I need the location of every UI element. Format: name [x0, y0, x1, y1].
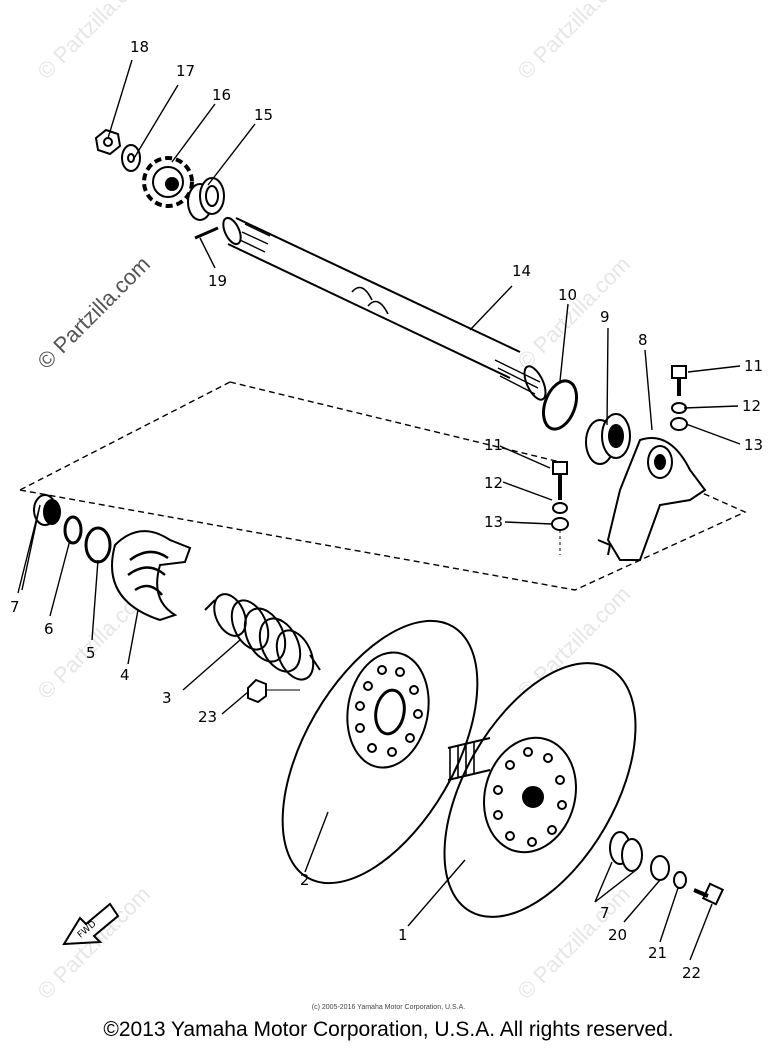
part-label: 19	[208, 272, 227, 290]
part-label: 16	[212, 86, 231, 104]
bolt	[693, 882, 725, 906]
part-label: 3	[162, 689, 172, 707]
part-label: 13	[744, 436, 763, 454]
washer	[650, 855, 670, 881]
part-label: 14	[512, 262, 531, 280]
part-label: 11	[744, 357, 763, 375]
part-label: 1	[398, 926, 408, 944]
small-copyright: (c) 2005-2016 Yamaha Motor Corporation, …	[311, 1004, 466, 1011]
part-label: 8	[638, 331, 648, 349]
part-label: 5	[86, 644, 96, 662]
part-label: 22	[682, 964, 701, 982]
bearing	[33, 494, 61, 526]
part-label: 15	[254, 106, 273, 124]
part-label: 23	[198, 708, 217, 726]
copyright-notice: ©2013 Yamaha Motor Corporation, U.S.A. A…	[103, 1018, 674, 1041]
bracket	[597, 437, 707, 561]
part-label: 4	[120, 666, 130, 684]
lock-washer	[671, 402, 687, 414]
bolt	[671, 365, 687, 396]
bearing	[609, 831, 643, 872]
circlip	[63, 515, 83, 545]
bolt	[552, 461, 568, 500]
spring	[204, 593, 321, 681]
fixed-sheave	[443, 662, 637, 918]
sprocket	[142, 156, 194, 208]
lock-washer	[552, 502, 568, 514]
part-label: 21	[648, 944, 667, 962]
part-label: 7	[10, 598, 20, 616]
part-label: 12	[484, 474, 503, 492]
pin	[194, 226, 219, 240]
sliding-sheave	[281, 619, 479, 885]
part-label: 9	[600, 308, 610, 326]
bearing	[187, 177, 225, 221]
part-label: 6	[44, 620, 54, 638]
part-label: 10	[558, 286, 577, 304]
part-label: 18	[130, 38, 149, 56]
part-label: 17	[176, 62, 195, 80]
part-label: 12	[742, 397, 761, 415]
washer	[551, 517, 569, 531]
part-label: 7	[600, 904, 610, 922]
circlip	[542, 379, 578, 431]
lock-washer	[673, 871, 687, 889]
shim	[84, 526, 112, 564]
part-label: 13	[484, 513, 503, 531]
washer	[121, 144, 141, 172]
part-label: 20	[608, 926, 627, 944]
part-label: 2	[300, 871, 310, 889]
bearing	[585, 413, 631, 465]
part-label: 11	[484, 436, 503, 454]
fwd-arrow-icon	[62, 902, 120, 946]
nut	[247, 678, 267, 704]
nut	[94, 128, 122, 156]
cam	[111, 530, 192, 622]
washer	[670, 417, 688, 431]
shaft	[222, 216, 547, 401]
